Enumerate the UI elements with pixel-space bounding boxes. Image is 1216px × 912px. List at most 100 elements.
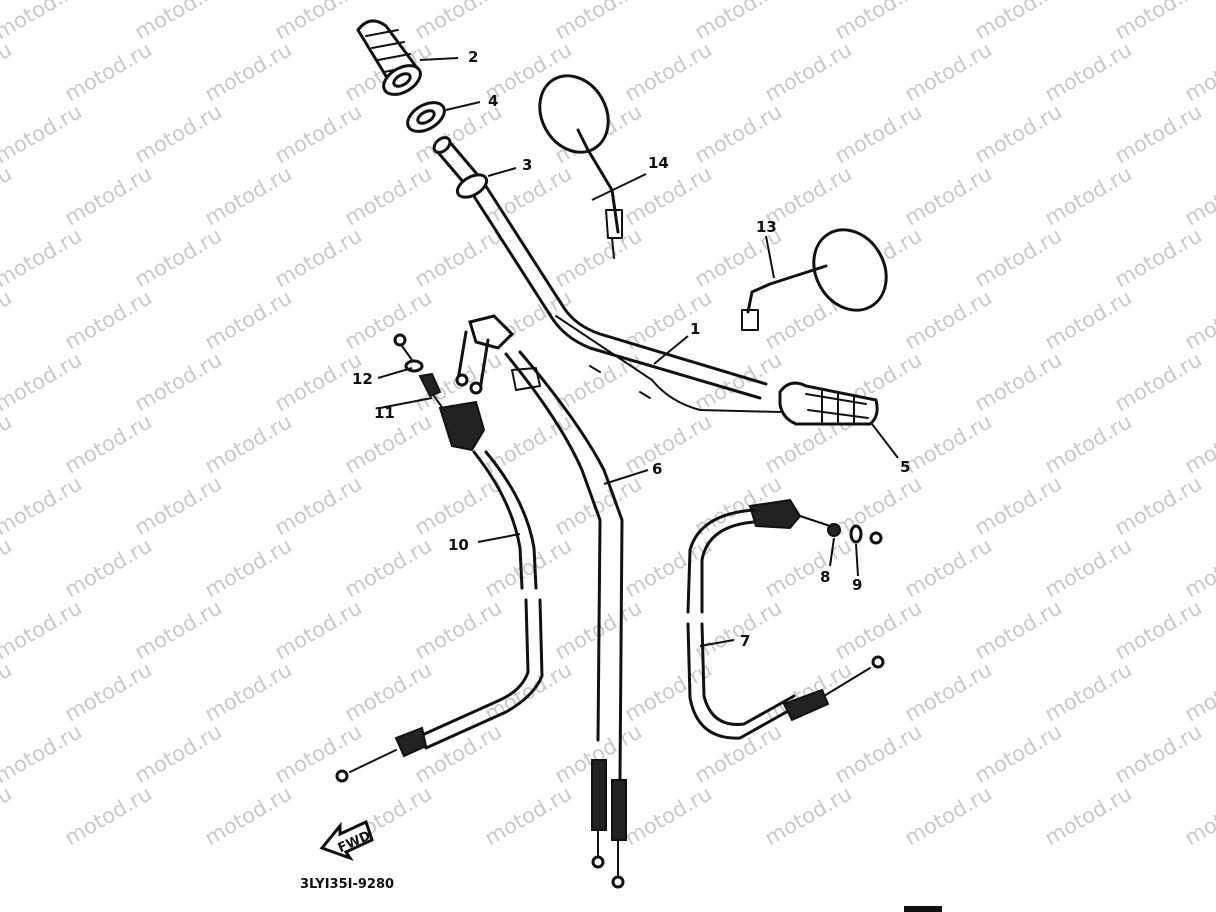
watermark-text: motod.ru: [201, 781, 296, 850]
watermark-text: motod.ru: [0, 347, 86, 416]
watermark-text: motod.ru: [341, 285, 436, 354]
grip-left: [356, 19, 422, 96]
watermark-text: motod.ru: [691, 719, 786, 788]
watermark-text: motod.ru: [481, 781, 576, 850]
watermark-text: motod.ru: [0, 533, 16, 602]
watermark-text: motod.ru: [761, 657, 856, 726]
watermark-text: motod.ru: [1111, 223, 1206, 292]
callout-6: 6: [652, 460, 662, 478]
watermark-text: motod.ru: [761, 533, 856, 602]
watermark-text: motod.ru: [1181, 161, 1216, 230]
watermark-text: motod.ru: [61, 285, 156, 354]
watermark-text: motod.ru: [0, 781, 16, 850]
watermark-text: motod.ru: [201, 161, 296, 230]
mirror-right: [741, 228, 888, 331]
watermark-text: motod.ru: [901, 285, 996, 354]
drawing-code: 3LYI35I-9280: [300, 877, 394, 892]
watermark-text: motod.ru: [61, 781, 156, 850]
watermark-text: motod.ru: [621, 657, 716, 726]
watermark-text: motod.ru: [0, 37, 16, 106]
callout-11: 11: [374, 404, 395, 422]
watermark-text: motod.ru: [0, 99, 86, 168]
leader-lines: [377, 57, 899, 647]
watermark-text: motod.ru: [411, 719, 506, 788]
watermark-text: motod.ru: [901, 161, 996, 230]
watermark-text: motod.ru: [201, 657, 296, 726]
watermark-text: motod.ru: [901, 37, 996, 106]
watermark-text: motod.ru: [691, 99, 786, 168]
watermark-text: motod.ru: [1041, 37, 1136, 106]
watermark-text: motod.ru: [1041, 409, 1136, 478]
watermark-text: motod.ru: [481, 409, 576, 478]
watermark-text: motod.ru: [131, 719, 226, 788]
watermark-text: motod.ru: [271, 0, 366, 44]
watermark-text: motod.ru: [831, 719, 926, 788]
watermark-text: motod.ru: [411, 471, 506, 540]
watermark-text: motod.ru: [341, 533, 436, 602]
watermark-text: motod.ru: [131, 595, 226, 664]
watermark-text: motod.ru: [131, 0, 226, 44]
watermark-text: motod.ru: [551, 0, 646, 44]
watermark-text: motod.ru: [621, 781, 716, 850]
watermark-text: motod.ru: [0, 223, 86, 292]
watermark-text: motod.ru: [901, 533, 996, 602]
watermark-text: motod.ru: [621, 409, 716, 478]
watermark-text: motod.ru: [131, 471, 226, 540]
watermark-text: motod.ru: [1181, 781, 1216, 850]
watermark-text: motod.ru: [971, 719, 1066, 788]
throttle-cables: [504, 350, 627, 889]
watermark-text: motod.ru: [971, 99, 1066, 168]
callout-8: 8: [820, 568, 830, 586]
callout-3: 3: [522, 156, 532, 174]
watermark-text: motod.ru: [901, 657, 996, 726]
callout-7: 7: [740, 632, 750, 650]
watermark-text: motod.ru: [61, 37, 156, 106]
watermark-text: motod.ru: [131, 99, 226, 168]
watermark-text: motod.ru: [0, 285, 16, 354]
watermark-text: motod.ru: [0, 595, 86, 664]
watermark-text: motod.ru: [1111, 471, 1206, 540]
watermark-text: motod.ru: [691, 0, 786, 44]
watermark-text: motod.ru: [971, 0, 1066, 44]
watermark-text: motod.ru: [1041, 161, 1136, 230]
watermark-text: motod.ru: [131, 347, 226, 416]
watermark-text: motod.ru: [271, 719, 366, 788]
watermark-text: motod.ru: [61, 657, 156, 726]
watermark-text: motod.ru: [411, 223, 506, 292]
callout-5: 5: [900, 458, 910, 476]
watermark-text: motod.ru: [1181, 37, 1216, 106]
callout-2: 2: [468, 48, 478, 66]
watermark-text: motod.ru: [1111, 0, 1206, 44]
callout-9: 9: [852, 576, 862, 594]
callout-10: 10: [448, 536, 469, 554]
page-edge-mark: [904, 906, 942, 912]
watermark-text: motod.ru: [1181, 533, 1216, 602]
watermark-text: motod.ru: [831, 471, 926, 540]
watermark-text: motod.ru: [971, 347, 1066, 416]
watermark-text: motod.ru: [201, 409, 296, 478]
watermark-text: motod.ru: [621, 37, 716, 106]
watermark-text: motod.ru: [551, 471, 646, 540]
watermark-text: motod.ru: [0, 409, 16, 478]
grip-collar: [406, 101, 446, 133]
watermark-text: motod.ru: [271, 595, 366, 664]
callout-12: 12: [352, 370, 373, 388]
throttle-housing: [455, 314, 515, 395]
cable-right: [686, 498, 885, 740]
watermark-text: motod.ru: [761, 37, 856, 106]
grip-right: [778, 381, 879, 426]
watermark-text: motod.ru: [1041, 533, 1136, 602]
watermark-text: motod.ru: [1041, 657, 1136, 726]
watermark-text: motod.ru: [0, 161, 16, 230]
watermark-text: motod.ru: [1111, 719, 1206, 788]
watermark-text: motod.ru: [131, 223, 226, 292]
watermark-text: motod.ru: [271, 99, 366, 168]
watermark-text: motod.ru: [551, 223, 646, 292]
watermark-text: motod.ru: [341, 657, 436, 726]
watermark-text: motod.ru: [901, 781, 996, 850]
watermark-text: motod.ru: [1041, 781, 1136, 850]
watermark-text: motod.ru: [61, 161, 156, 230]
clutch-adjuster: [393, 333, 445, 411]
watermark-text: motod.ru: [0, 0, 86, 44]
